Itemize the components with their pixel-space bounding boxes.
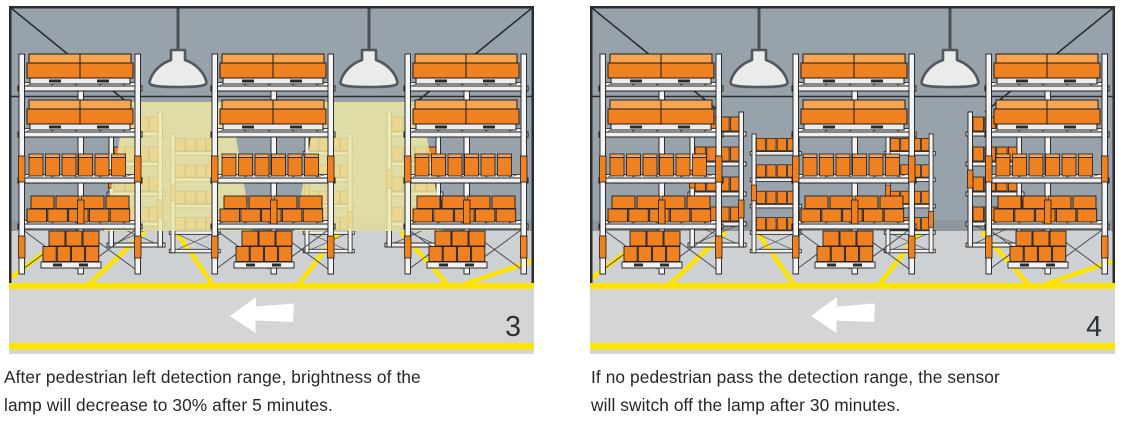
yellow-line-top bbox=[590, 283, 1115, 289]
rack-post-marker bbox=[928, 211, 934, 228]
left-arrow-icon bbox=[811, 297, 875, 333]
pallet-boxes-large bbox=[607, 53, 715, 85]
rack-post-marker bbox=[792, 235, 800, 259]
rack-post-marker bbox=[715, 155, 723, 183]
step-number: 4 bbox=[1086, 311, 1102, 343]
rack-post-marker bbox=[599, 155, 607, 183]
rack-post-marker bbox=[967, 169, 974, 189]
warehouse-scene-dimmed: 3 bbox=[9, 6, 534, 354]
rack-post-marker bbox=[738, 199, 745, 219]
rack-post-marker bbox=[520, 235, 528, 259]
warehouse-panel-step-4: 4 bbox=[590, 6, 1115, 354]
walkway-edge bbox=[590, 349, 1115, 354]
rack-post-marker bbox=[985, 155, 993, 183]
floor-pallet-boxes bbox=[426, 230, 488, 269]
storage-rack bbox=[984, 53, 1110, 275]
caption-step-3: After pedestrian left detection range, b… bbox=[4, 363, 529, 419]
rack-post-marker bbox=[599, 235, 607, 259]
storage-rack bbox=[17, 53, 143, 275]
pallet-boxes-large bbox=[800, 99, 908, 131]
rack-post-marker bbox=[1101, 235, 1109, 259]
caption-step-4: If no pedestrian pass the detection rang… bbox=[591, 363, 1116, 419]
carton-row bbox=[609, 153, 707, 177]
caption-step-4-line2: will switch off the lamp after 30 minute… bbox=[591, 395, 901, 415]
pallet-boxes-large bbox=[993, 53, 1101, 85]
rack-post-marker bbox=[792, 155, 800, 183]
ceiling-lamp-icon bbox=[148, 8, 208, 89]
rack-post-marker bbox=[134, 235, 142, 259]
floor-pallet-boxes bbox=[814, 230, 876, 269]
rack-post-marker bbox=[751, 184, 757, 202]
warehouse-panel-step-3: 3 bbox=[9, 6, 534, 354]
rack-post-marker bbox=[404, 155, 412, 183]
warehouse-room bbox=[11, 8, 532, 287]
rack-post-marker bbox=[908, 155, 916, 183]
pallet-boxes-large bbox=[800, 53, 908, 85]
yellow-line-bottom bbox=[9, 343, 534, 350]
caption-step-4-line1: If no pedestrian pass the detection rang… bbox=[591, 367, 1000, 387]
floor-pallet-boxes bbox=[40, 230, 102, 269]
pallet-boxes-large bbox=[412, 53, 520, 85]
rack-post-marker bbox=[270, 199, 278, 225]
stacked-cartons bbox=[26, 195, 131, 223]
rack-post-marker bbox=[908, 235, 916, 259]
storage-rack bbox=[791, 53, 917, 275]
ceiling-lamp-icon bbox=[729, 8, 789, 89]
carton-row bbox=[414, 153, 512, 177]
rack-post-marker bbox=[715, 235, 723, 259]
floor-pallet-boxes bbox=[1007, 230, 1069, 269]
storage-rack bbox=[598, 53, 724, 275]
walkway-edge bbox=[9, 349, 534, 354]
warehouse-room bbox=[592, 8, 1113, 287]
rack-post-marker bbox=[463, 199, 471, 225]
rack-post-marker bbox=[211, 155, 219, 183]
rack-post-marker bbox=[18, 155, 26, 183]
pallet-boxes-large bbox=[219, 99, 327, 131]
pallet-boxes-large bbox=[412, 99, 520, 131]
rack-post-marker bbox=[520, 155, 528, 183]
ceiling-lamp-icon bbox=[920, 8, 980, 89]
ceiling-lamp-icon bbox=[339, 8, 399, 89]
carton-row bbox=[995, 153, 1093, 177]
pallet-boxes-large bbox=[993, 99, 1101, 131]
rack-post-marker bbox=[1101, 155, 1109, 183]
rack-post-marker bbox=[658, 199, 666, 225]
caption-step-3-line2: lamp will decrease to 30% after 5 minute… bbox=[4, 395, 333, 415]
floor-pallet-boxes bbox=[233, 230, 295, 269]
pallet-boxes-large bbox=[26, 53, 134, 85]
left-arrow-icon bbox=[230, 297, 294, 333]
rack-post-marker bbox=[134, 155, 142, 183]
stacked-cartons bbox=[412, 195, 517, 223]
yellow-line-bottom bbox=[590, 343, 1115, 350]
rack-post-marker bbox=[18, 235, 26, 259]
rack-post-marker bbox=[77, 199, 85, 225]
warehouse-scene-off: 4 bbox=[590, 6, 1115, 354]
rack-post-marker bbox=[1044, 199, 1052, 225]
carton-row bbox=[221, 153, 319, 177]
step-number: 3 bbox=[505, 311, 521, 343]
rack-post-marker bbox=[327, 235, 335, 259]
storage-rack bbox=[403, 53, 529, 275]
pallet-boxes-large bbox=[607, 99, 715, 131]
pallet-boxes-large bbox=[219, 53, 327, 85]
yellow-line-top bbox=[9, 283, 534, 289]
rack-post-marker bbox=[985, 235, 993, 259]
rack-post-marker bbox=[211, 235, 219, 259]
carton-row bbox=[28, 153, 126, 177]
carton-row bbox=[802, 153, 900, 177]
storage-rack bbox=[210, 53, 336, 275]
pallet-boxes-large bbox=[26, 99, 134, 131]
rack-post-marker bbox=[404, 235, 412, 259]
rack-post-marker bbox=[327, 155, 335, 183]
floor-pallet-boxes bbox=[621, 230, 683, 269]
caption-step-3-line1: After pedestrian left detection range, b… bbox=[4, 367, 421, 387]
rack-post-marker bbox=[851, 199, 859, 225]
